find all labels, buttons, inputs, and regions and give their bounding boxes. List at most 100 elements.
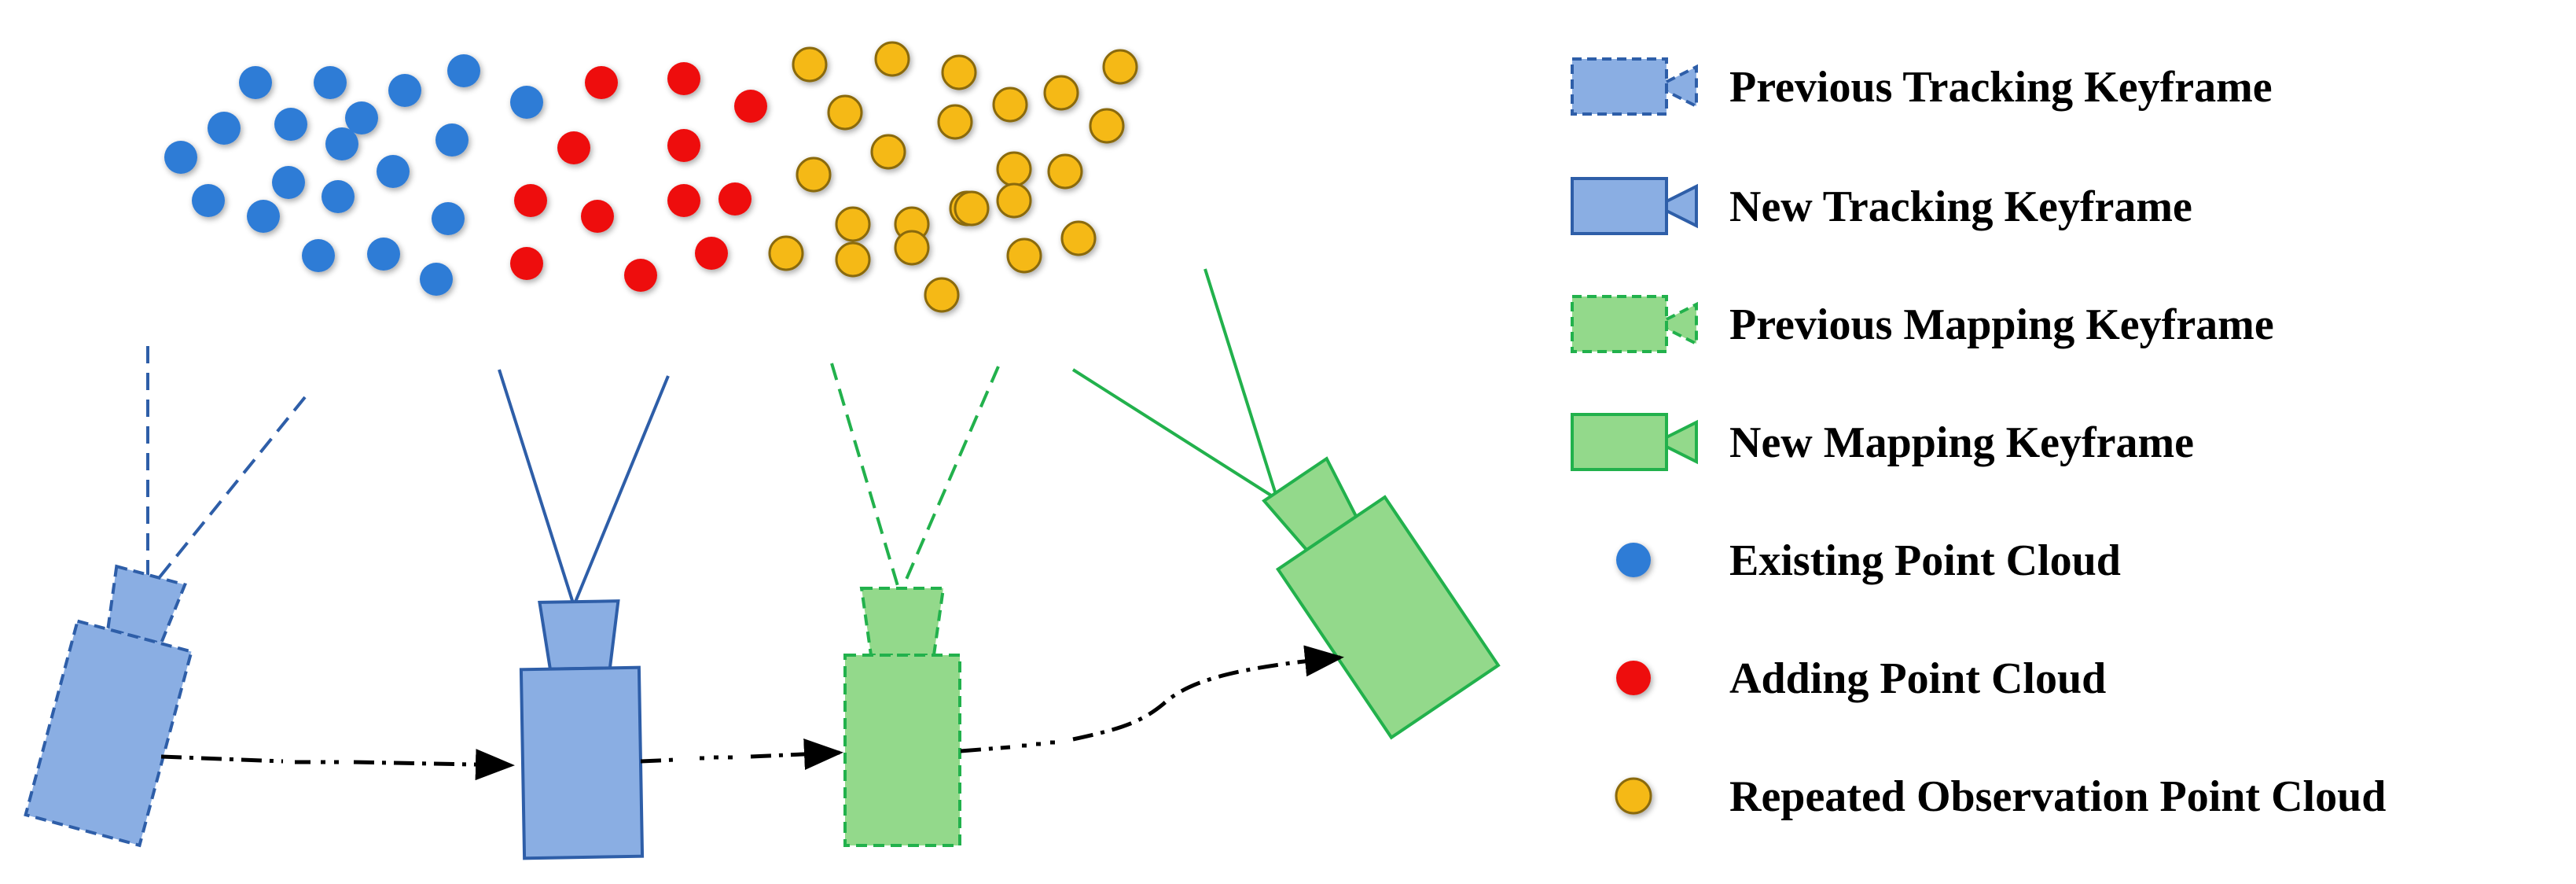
point-cloud-dot [510,86,543,119]
point-cloud-dot [345,101,378,134]
point-cloud-dot [388,74,421,107]
point-cloud-dot [420,263,453,296]
trajectory-dots [700,755,733,761]
point-cloud-dot [510,247,543,280]
point-cloud-dot [432,202,465,235]
legend-label: New Mapping Keyframe [1729,418,2194,467]
legend-item-new-tracking: New Tracking Keyframe [1571,177,2192,235]
point-cloud-dot [272,166,305,199]
point-cloud-dot [274,108,307,141]
point-cloud-dot [870,134,906,170]
trajectory-dots [1022,740,1055,748]
point-cloud-dot [302,239,335,272]
point-cloud-dot [585,66,618,99]
point-cloud-dot [835,241,871,278]
view-ray [572,375,670,606]
point-cloud-dot [247,200,280,233]
camera-body [24,619,193,848]
legend-dot [1616,543,1651,577]
point-cloud-dot [667,129,700,162]
legend-camera-body [1571,295,1668,353]
legend-dot [1615,777,1652,815]
point-cloud-dot [624,259,657,292]
legend-camera-lens [1665,419,1698,465]
adding-point-cloud [510,62,767,292]
camera-lens [538,599,620,671]
trajectory-segment [960,745,1011,753]
camera-lens [859,587,946,657]
legend-camera-body [1571,57,1668,116]
legend-item-existing: Existing Point Cloud [1616,536,2121,585]
point-cloud-dot [874,41,910,77]
point-cloud-dot [1102,49,1138,85]
existing-point-cloud [164,54,543,296]
point-cloud-dot [325,127,358,160]
point-cloud-dot [1006,238,1042,274]
point-cloud-dot [667,62,700,95]
trajectory-segment [640,757,677,764]
new-mapping-camera [1071,268,1501,740]
point-cloud-dot [239,66,272,99]
point-cloud-dot [937,104,973,140]
point-cloud-dot [992,87,1028,123]
point-cloud-dot [377,155,410,188]
view-ray [148,396,307,591]
point-cloud-dot [768,235,804,271]
point-cloud-dot [894,230,930,266]
point-cloud-dot [164,141,197,174]
legend-camera-body [1571,177,1668,235]
view-ray [1071,368,1279,501]
legend-item-new-mapping: New Mapping Keyframe [1571,413,2194,471]
point-cloud-dot [941,54,977,90]
legend-camera-lens [1665,301,1698,347]
legend-camera-lens [1665,64,1698,109]
point-cloud-dot [435,123,469,157]
trajectory-arrow [750,739,843,770]
view-ray [898,366,1000,595]
point-cloud-dot [322,180,355,213]
point-cloud-dot [996,151,1032,187]
view-ray [498,369,575,606]
point-cloud-dot [835,206,871,242]
previous-mapping-camera [830,363,1000,847]
legend-label: New Tracking Keyframe [1729,182,2192,231]
point-cloud-dot [367,238,400,271]
point-cloud-dot [1060,220,1097,256]
legend-label: Previous Tracking Keyframe [1729,63,2273,112]
trajectory [160,645,1344,781]
trajectory-segment [160,754,284,764]
point-cloud-dot [924,277,960,313]
point-cloud-dot [1047,153,1083,190]
legend-item-prev-tracking: Previous Tracking Keyframe [1571,57,2273,116]
legend-item-adding: Adding Point Cloud [1616,654,2106,703]
camera-lens [106,564,187,646]
trajectory-arrow [1072,645,1344,742]
point-cloud-dot [314,66,347,99]
point-cloud-dot [792,46,828,83]
legend-label: Repeated Observation Point Cloud [1729,772,2386,821]
point-cloud-dot [827,94,863,131]
legend-dot [1616,661,1651,695]
point-cloud-dot [695,237,728,270]
legend-item-repeated: Repeated Observation Point Cloud [1615,772,2386,821]
point-cloud-dot [208,112,241,145]
point-cloud-dot [734,90,767,123]
point-cloud-dot [667,184,700,217]
repeated-observation-point-cloud [768,41,1138,313]
legend-label: Adding Point Cloud [1729,654,2106,703]
camera-body [843,654,961,847]
camera-body [519,665,645,860]
point-cloud-dot [447,54,480,87]
point-cloud-dot [954,190,990,227]
legend-item-prev-mapping: Previous Mapping Keyframe [1571,295,2274,353]
point-cloud-dot [514,184,547,217]
legend-label: Existing Point Cloud [1729,536,2121,585]
legend-camera-lens [1665,183,1698,229]
new-tracking-camera [498,369,670,860]
trajectory-arrow [353,749,515,781]
point-cloud-dot [996,182,1032,219]
point-cloud-dot [1043,75,1079,111]
point-cloud-dot [796,157,832,193]
point-cloud-dot [718,182,751,215]
